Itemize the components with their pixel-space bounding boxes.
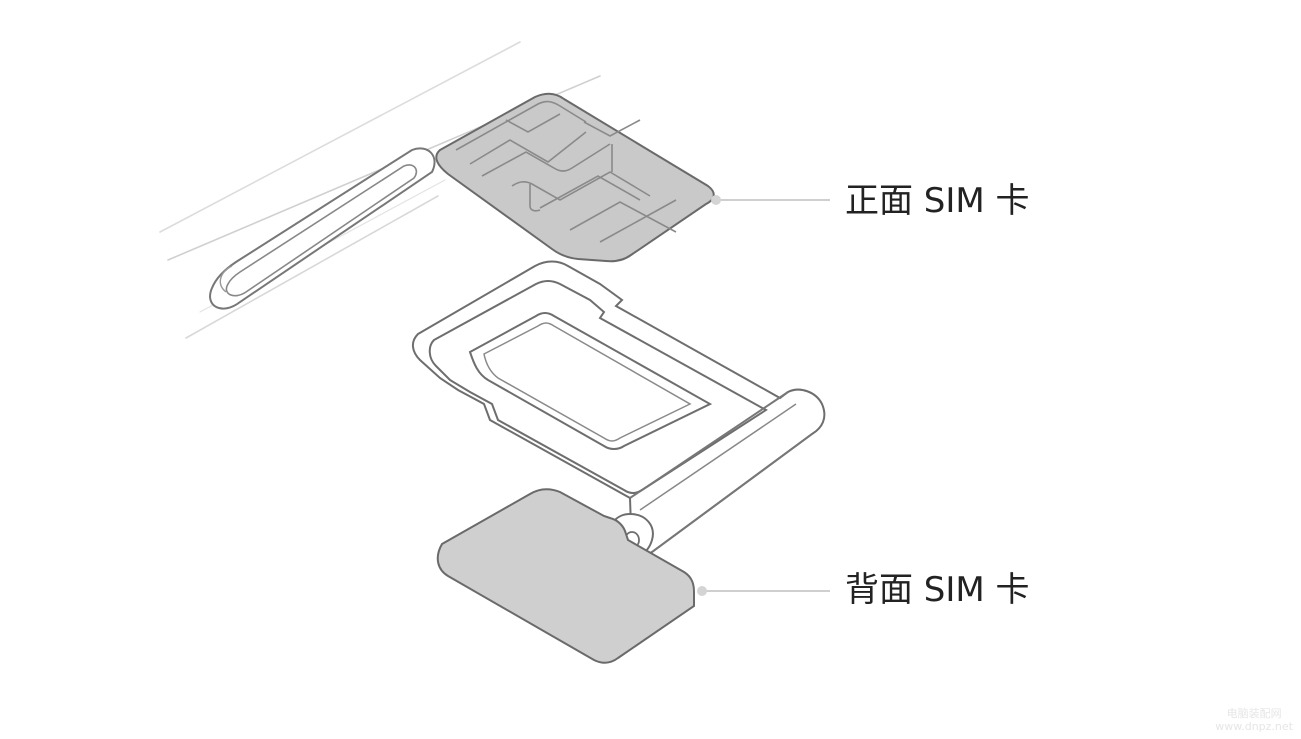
leader-dot-back xyxy=(697,586,707,596)
leader-lines xyxy=(697,195,830,596)
watermark-line-2: www.dnpz.net xyxy=(1215,719,1293,733)
sim-card-back-icon xyxy=(436,488,695,664)
leader-dot-front xyxy=(711,195,721,205)
watermark: 电脑装配网 www.dnpz.net xyxy=(1215,707,1293,733)
front-sim-label: 正面 SIM 卡 xyxy=(845,181,1030,221)
sim-card-front-icon xyxy=(435,92,715,263)
watermark-line-1: 电脑装配网 xyxy=(1226,706,1282,720)
back-sim-label: 背面 SIM 卡 xyxy=(845,570,1030,610)
sim-tray-icon xyxy=(412,260,826,560)
sim-slot-icon xyxy=(209,147,436,310)
